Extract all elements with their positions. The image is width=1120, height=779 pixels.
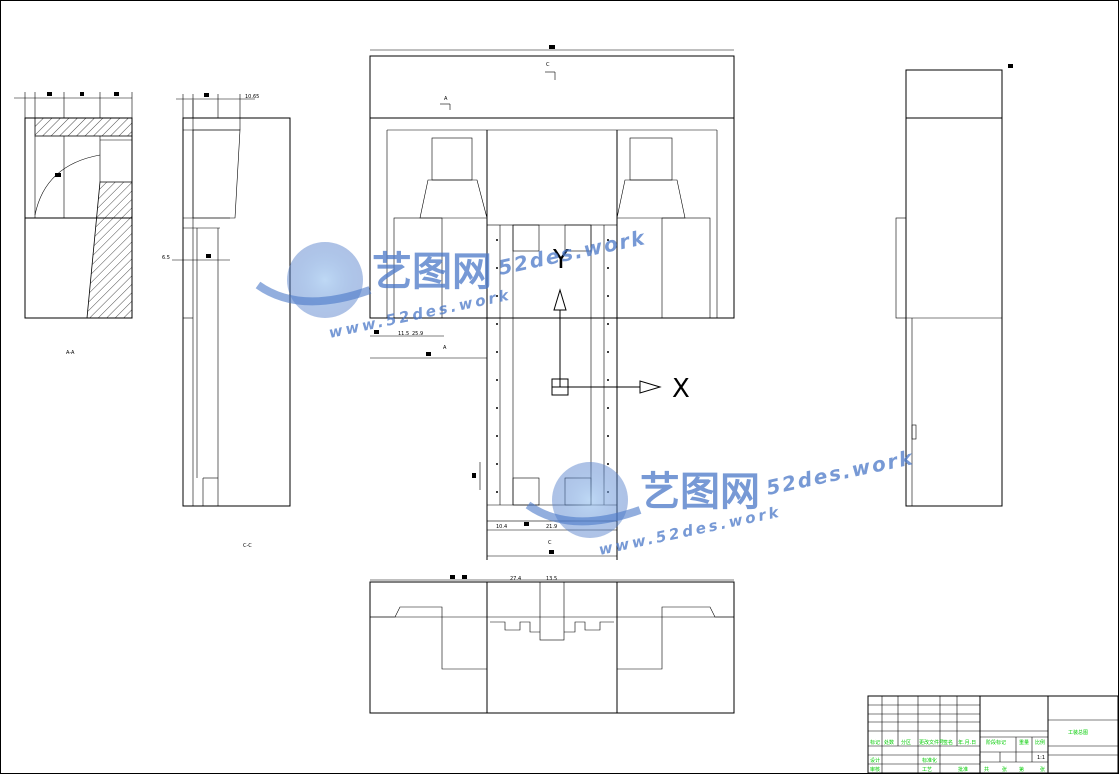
title-header-sign: 签名 <box>943 739 953 746</box>
watermark-logo-title: 艺图网 <box>372 249 492 295</box>
marker-c-top: C <box>546 62 550 68</box>
rivet-marks-left <box>496 239 498 493</box>
watermark-logo-domain: 52des.work <box>764 445 916 500</box>
title-scale-value: 1:1 <box>1037 755 1045 761</box>
title-scale: 比例 <box>1035 739 1045 746</box>
axis-label-x: X <box>672 374 690 404</box>
marker-a-top: A <box>444 96 448 102</box>
title-sheet-no: 第 <box>1019 766 1024 773</box>
title-stage-mark: 阶段标记 <box>986 739 1006 746</box>
title-block: 标记 处数 分区 更改文件号 签名 年.月.日 设计 标准化 审核 工艺 批准 … <box>867 695 1119 774</box>
title-weight: 重量 <box>1019 739 1029 746</box>
title-row-approve: 批准 <box>958 766 968 773</box>
marker-a-bottom: A <box>443 345 447 351</box>
title-sheet-unit2: 张 <box>1040 766 1045 773</box>
title-header-doc: 更改文件号 <box>919 739 944 746</box>
section-label-c: C-C <box>243 543 252 549</box>
watermark-logo-title: 艺图网 <box>640 469 760 515</box>
dim-d3: 10.4 <box>496 524 507 530</box>
title-header-zone: 分区 <box>901 739 911 746</box>
front-view: X Y C A 11.5 25.9 A 10.4 21.9 C <box>369 45 735 560</box>
title-row-review: 审核 <box>870 766 880 773</box>
bottom-view: 27.4 13.5 <box>369 575 735 714</box>
dim-mid-left: 6.5 <box>162 255 170 261</box>
title-row-design: 设计 <box>870 757 880 764</box>
coordinate-axes: X Y <box>551 245 690 404</box>
dim-d5: 27.4 <box>510 576 521 582</box>
title-header-count: 处数 <box>884 739 894 746</box>
section-view-a: A-A <box>14 92 133 356</box>
axis-label-y: Y <box>552 245 569 275</box>
dim-d4: 21.9 <box>546 524 557 530</box>
watermark-logo-domain: 52des.work <box>496 225 648 280</box>
dim-d2: 25.9 <box>412 331 423 337</box>
title-header-mark: 标记 <box>870 739 880 746</box>
title-drawing-name: 工装总图 <box>1068 729 1088 736</box>
section-label-a: A-A <box>66 350 75 356</box>
side-view: 10.65 6.5 C-C <box>162 93 291 549</box>
dim-d6: 13.5 <box>546 576 557 582</box>
right-view <box>895 64 1013 507</box>
watermark-top: 艺图网 52des.work www.52des.work <box>255 225 648 342</box>
title-sheet-unit1: 张 <box>1002 766 1007 773</box>
title-row-process: 工艺 <box>922 767 932 773</box>
dim-side-small: 10.65 <box>245 94 259 100</box>
title-header-date: 年.月.日 <box>958 739 976 746</box>
title-sheet-total: 共 <box>984 766 989 773</box>
marker-c-bottom: C <box>548 540 552 546</box>
watermark-bottom: 艺图网 52des.work www.52des.work <box>525 445 916 559</box>
rivet-marks-right <box>607 239 609 493</box>
title-row-standard: 标准化 <box>922 757 937 764</box>
dim-d1: 11.5 <box>398 331 409 337</box>
